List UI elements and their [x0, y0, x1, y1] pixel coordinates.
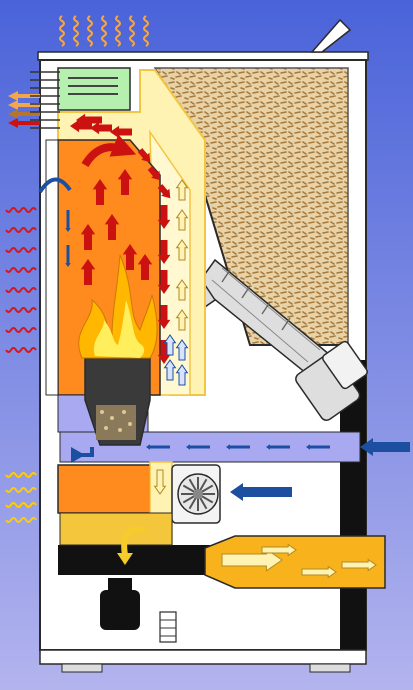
curved-air-arrow	[38, 177, 72, 194]
foot-right	[309, 663, 351, 673]
air-duct-arrow	[306, 444, 330, 450]
flue-up-arrow	[175, 179, 189, 201]
warm-air-wave	[5, 487, 37, 493]
warm-air-wave	[5, 207, 37, 213]
warm-air-wave	[5, 472, 37, 478]
warm-air-wave	[5, 502, 37, 508]
outlet-arrowhead	[8, 100, 18, 110]
foot-left	[61, 663, 103, 673]
warm-air-wave	[5, 227, 37, 233]
air-up-arrow	[163, 359, 177, 381]
warm-air-wave	[5, 267, 37, 273]
warm-air-wave	[5, 307, 37, 313]
exhaust-base	[58, 545, 230, 575]
air-duct-arrow	[266, 444, 290, 450]
hot-gas-arrow	[90, 121, 112, 135]
heat-wave	[115, 15, 121, 47]
outlet-arrowhead	[8, 91, 18, 101]
air-duct-arrow	[146, 444, 170, 450]
flue-down-arrow	[157, 305, 171, 329]
flue-down-arrow	[157, 240, 171, 264]
flow-arrows	[38, 113, 410, 579]
left-lower-warm-waves-icon	[5, 472, 37, 523]
warm-air-wave	[5, 347, 37, 353]
heat-exchanger	[57, 67, 131, 111]
flame-icon	[78, 254, 158, 359]
curved-hot-gas-arrow	[81, 134, 137, 168]
hot-gas-arrow	[137, 254, 153, 280]
warm-air-wave	[5, 287, 37, 293]
hot-gas-arrow	[157, 184, 171, 199]
fresh-air-inlet-arrow	[360, 438, 410, 456]
heat-wave	[129, 15, 135, 47]
outlet-arrowhead	[8, 118, 18, 128]
exhaust-arrow	[261, 543, 297, 557]
room-air-outlet-arrows	[8, 71, 60, 129]
hot-gas-arrow	[147, 166, 161, 181]
firebox-door-frame	[45, 139, 59, 396]
curved-flue-arrowhead	[117, 553, 133, 565]
heat-wave	[59, 15, 65, 47]
flue-down-arrow	[157, 270, 171, 294]
flue-up-arrow	[175, 309, 189, 331]
air-down-arrow	[65, 245, 71, 267]
exhaust-arrow	[341, 558, 377, 572]
heat-wave	[87, 15, 93, 47]
top-heat-waves-icon	[59, 15, 149, 47]
exhaust-arrow	[301, 565, 337, 579]
curved-flue-arrow	[121, 526, 146, 556]
warm-air-wave	[5, 517, 37, 523]
heat-wave	[73, 15, 79, 47]
flue-up-arrow	[175, 209, 189, 231]
heat-wave	[143, 15, 149, 47]
heat-wave	[101, 15, 107, 47]
fan-air-inlet-arrow	[230, 483, 292, 501]
heat-exchanger-tubes	[68, 77, 118, 95]
air-up-arrow	[163, 334, 177, 356]
flue-down-arrow	[157, 205, 171, 229]
outlet-arrowhead	[8, 109, 18, 119]
control-module	[159, 611, 177, 643]
top-plate	[37, 51, 369, 61]
air-duct-turn	[72, 447, 94, 457]
hot-gas-arrow	[80, 259, 96, 285]
combustion-fan-icon	[171, 464, 221, 524]
hot-gas-arrow	[117, 169, 133, 195]
base-plate	[39, 649, 367, 665]
hot-gas-arrow	[104, 214, 120, 240]
warm-air-wave	[5, 327, 37, 333]
left-warm-air-waves-icon	[5, 207, 37, 353]
hot-gas-arrow	[137, 148, 151, 163]
air-up-arrow	[175, 339, 189, 361]
drain-motor	[100, 578, 140, 630]
ash-pan-icon	[57, 464, 151, 514]
hot-gas-arrow	[92, 179, 108, 205]
auger-motor-icon	[295, 340, 368, 421]
exhaust-pipe-icon	[204, 535, 386, 589]
exhaust-outlet-panel	[59, 512, 173, 546]
air-up-arrow	[175, 364, 189, 386]
flue-up-arrow	[175, 239, 189, 261]
flue-up-arrow	[175, 279, 189, 301]
air-duct-arrow	[226, 444, 250, 450]
air-down-arrow	[65, 210, 71, 232]
warm-air-wave	[5, 247, 37, 253]
air-duct-arrow	[186, 444, 210, 450]
hot-gas-arrow	[76, 113, 102, 127]
hot-gas-arrow	[80, 224, 96, 250]
hot-gas-arrow	[122, 244, 138, 270]
flue-down-arrow	[153, 469, 167, 495]
